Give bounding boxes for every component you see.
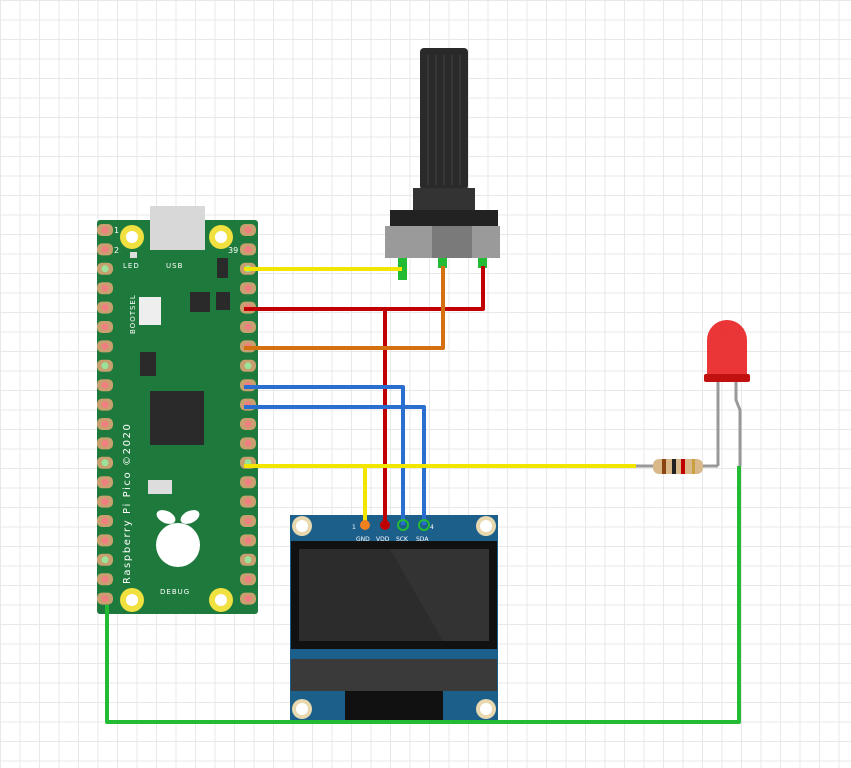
- board-name-label: Raspberry Pi Pico ©2020: [122, 423, 133, 584]
- pin-hole: [244, 478, 252, 486]
- pin-hole: [101, 420, 109, 428]
- raspberry-logo-icon: [156, 510, 200, 567]
- pin-hole: [101, 284, 109, 292]
- rp2040-chip: [150, 391, 204, 445]
- pin-hole: [101, 304, 109, 312]
- potentiometer[interactable]: [385, 48, 500, 280]
- pin-label-1: 1: [114, 226, 119, 235]
- pin-hole: [101, 575, 109, 583]
- left-pin-header: [97, 224, 113, 605]
- usb-connector: [150, 206, 205, 250]
- pin-hole: [244, 556, 252, 564]
- pin-hole: [244, 226, 252, 234]
- pin-hole: [244, 323, 252, 331]
- pin-label-2: 2: [114, 246, 119, 255]
- usb-label: USB: [166, 262, 183, 270]
- pin-hole: [244, 284, 252, 292]
- pin-hole: [101, 265, 109, 273]
- pin-hole: [101, 226, 109, 234]
- pin-hole: [101, 478, 109, 486]
- pin-hole: [101, 498, 109, 506]
- bootsel-button[interactable]: [139, 297, 161, 325]
- pin-hole: [101, 439, 109, 447]
- oled-pin-vdd: VDD: [376, 536, 390, 543]
- pin-hole: [244, 595, 252, 603]
- pin-hole: [244, 517, 252, 525]
- pin-hole: [244, 362, 252, 370]
- wire-blue-sda[interactable]: [244, 405, 426, 525]
- pin-hole: [101, 595, 109, 603]
- wire-green-ground[interactable]: [105, 466, 741, 724]
- pin-hole: [244, 498, 252, 506]
- wire-orange-pot[interactable]: [244, 266, 445, 350]
- pin-hole: [101, 362, 109, 370]
- red-led[interactable]: [704, 320, 750, 466]
- pin-hole: [101, 556, 109, 564]
- bootsel-label: BOOTSEL: [129, 294, 137, 334]
- pin-hole: [101, 536, 109, 544]
- pin-hole: [101, 517, 109, 525]
- debug-label: DEBUG: [160, 588, 190, 596]
- pin-hole: [101, 459, 109, 467]
- pin-hole: [101, 381, 109, 389]
- oled-display[interactable]: 1 4 GND VDD SCK SDA: [290, 515, 498, 720]
- pin-hole: [244, 575, 252, 583]
- oled-pin-gnd: GND: [356, 536, 370, 543]
- pin-hole: [244, 245, 252, 253]
- pin-hole: [101, 401, 109, 409]
- resistor[interactable]: [636, 459, 718, 474]
- raspberry-pi-pico[interactable]: 1 2 39 LED USB BOOTSEL Raspberry Pi Pico…: [97, 206, 258, 614]
- wire-red-pot[interactable]: [244, 266, 485, 311]
- oled-pin-label-1: 1: [352, 524, 356, 531]
- pin-label-39: 39: [228, 246, 238, 255]
- oled-pin-sda: SDA: [416, 536, 429, 543]
- pin-hole: [244, 439, 252, 447]
- pin-hole: [101, 323, 109, 331]
- pin-hole: [101, 342, 109, 350]
- oled-pin-label-4: 4: [430, 524, 434, 531]
- pin-hole: [244, 420, 252, 428]
- led-label: LED: [123, 262, 140, 270]
- led-indicator: [130, 252, 137, 258]
- oled-pin-sck: SCK: [396, 536, 409, 543]
- wire-blue-sck[interactable]: [244, 385, 405, 525]
- pin-hole: [244, 536, 252, 544]
- pin-hole: [101, 245, 109, 253]
